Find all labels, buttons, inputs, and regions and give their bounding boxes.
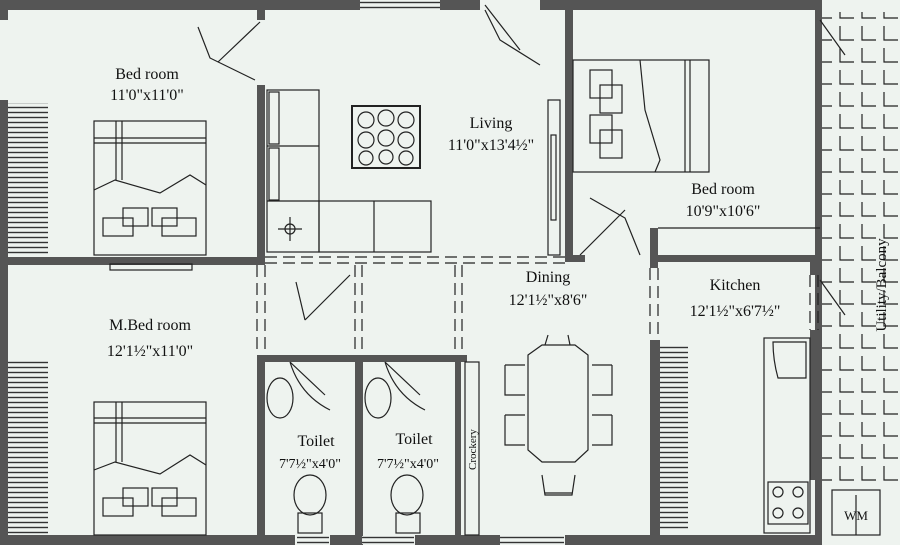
room-size-toilet-2: 7'7½"x4'0" [377,457,439,472]
room-name-toilet-1: Toilet [297,433,335,450]
room-size-bedroom-2: 10'9"x10'6" [686,203,761,220]
balcony-label: Utility/Balcony [874,238,890,332]
room-size-dining: 12'1½"x8'6" [509,292,588,309]
room-size-toilet-1: 7'7½"x4'0" [279,457,341,472]
window-master-bedroom [8,360,48,535]
walls [0,0,822,545]
tv-unit [547,99,561,256]
rug [351,105,421,169]
room-size-kitchen: 12'1½"x6'7½" [690,303,781,320]
utility-balcony-tiles [822,12,900,482]
toilet-fixtures [266,361,480,536]
room-name-dining: Dining [526,269,570,286]
room-name-toilet-2: Toilet [395,431,433,448]
bed-master-bedroom [93,401,207,536]
room-name-living: Living [470,115,513,132]
bed-bedroom [93,120,207,271]
bed-bedroom-2 [572,59,710,173]
window-bedroom [8,103,48,255]
room-size-master-bedroom: 12'1½"x11'0" [107,343,193,360]
room-size-living: 11'0"x13'4½" [448,137,534,154]
crockery-label: Crockery [467,429,479,470]
room-name-bedroom-2: Bed room [691,181,755,198]
washing-machine-label: WM [844,508,868,523]
room-name-kitchen: Kitchen [710,277,761,294]
kitchen-fixtures [763,337,881,536]
doors [197,4,846,411]
sofa [266,89,432,253]
room-name-bedroom: Bed room [115,66,179,83]
room-size-bedroom: 11'0"x11'0" [110,87,184,104]
dining-table [504,334,613,496]
room-name-master-bedroom: M.Bed room [109,317,191,334]
kitchen-shelf [660,345,688,530]
